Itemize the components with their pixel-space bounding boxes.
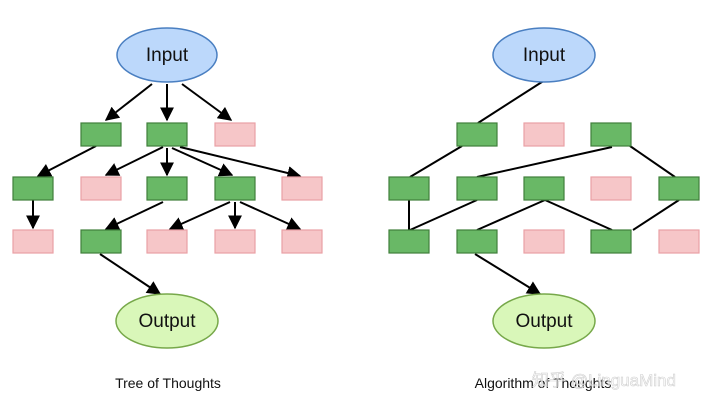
aot-edge <box>544 199 613 231</box>
aot-input-node <box>492 27 596 83</box>
tot-thought-good <box>80 122 122 147</box>
tot-thought-good <box>146 176 188 201</box>
aot-thought-good <box>523 176 565 201</box>
tot-input-label: Input <box>146 45 189 66</box>
aot-thought-good <box>456 229 498 254</box>
tot-edge <box>171 147 234 177</box>
watermark: 知乎 @LinguaMind <box>532 371 676 390</box>
aot-thought-pruned <box>658 229 700 254</box>
tot-thought-good <box>12 176 54 201</box>
tot-thought-pruned <box>281 229 323 254</box>
aot-caption: Algorithm of Thoughts <box>475 375 612 391</box>
tot-edge <box>104 146 164 176</box>
tot-thought-good <box>214 176 256 201</box>
tot-edge <box>36 145 97 177</box>
aot-edge <box>629 145 676 178</box>
aot-thought-good <box>388 229 430 254</box>
algorithm-of-thoughts-diagram: Input Output Algorithm of Thoughts <box>388 27 700 391</box>
tot-edge <box>181 83 233 121</box>
aot-thought-good <box>456 176 498 201</box>
tot-edge <box>99 253 162 295</box>
aot-edge <box>476 146 613 178</box>
tot-output-label: Output <box>138 311 196 332</box>
tree-of-thoughts-diagram: Input Output Tree of Thoughts <box>12 27 323 391</box>
aot-edge <box>409 199 478 231</box>
aot-output-node <box>492 293 596 349</box>
aot-input-label: Input <box>523 45 566 66</box>
aot-output-label: Output <box>515 311 573 332</box>
aot-thought-good <box>590 122 632 147</box>
tot-output-node <box>115 293 219 349</box>
aot-edge <box>476 199 546 231</box>
tot-thought-good <box>146 122 188 147</box>
tot-thought-pruned <box>80 176 122 201</box>
aot-thought-pruned <box>590 176 632 201</box>
tot-edges <box>26 83 302 295</box>
aot-thought-good <box>590 229 632 254</box>
aot-edges <box>408 79 680 295</box>
aot-thought-good <box>658 176 700 201</box>
tot-caption: Tree of Thoughts <box>115 375 221 391</box>
tot-edge <box>104 201 164 230</box>
tot-edge <box>104 83 153 121</box>
aot-thought-pruned <box>523 229 565 254</box>
aot-edge <box>474 253 542 295</box>
tot-edge <box>239 201 302 231</box>
tot-edge <box>179 146 302 180</box>
tot-thought-pruned <box>12 229 54 254</box>
aot-thought-pruned <box>523 122 565 147</box>
tot-input-node <box>116 27 218 83</box>
tot-edge <box>168 201 231 231</box>
aot-thought-good <box>388 176 430 201</box>
aot-edge <box>477 79 546 124</box>
aot-edge <box>409 145 463 178</box>
aot-thought-good <box>456 122 498 147</box>
tot-thought-pruned <box>214 122 256 147</box>
tot-thought-good <box>80 229 122 254</box>
tot-thought-pruned <box>281 176 323 201</box>
aot-edge <box>632 199 680 231</box>
tot-thought-pruned <box>146 229 188 254</box>
tot-thought-pruned <box>214 229 256 254</box>
